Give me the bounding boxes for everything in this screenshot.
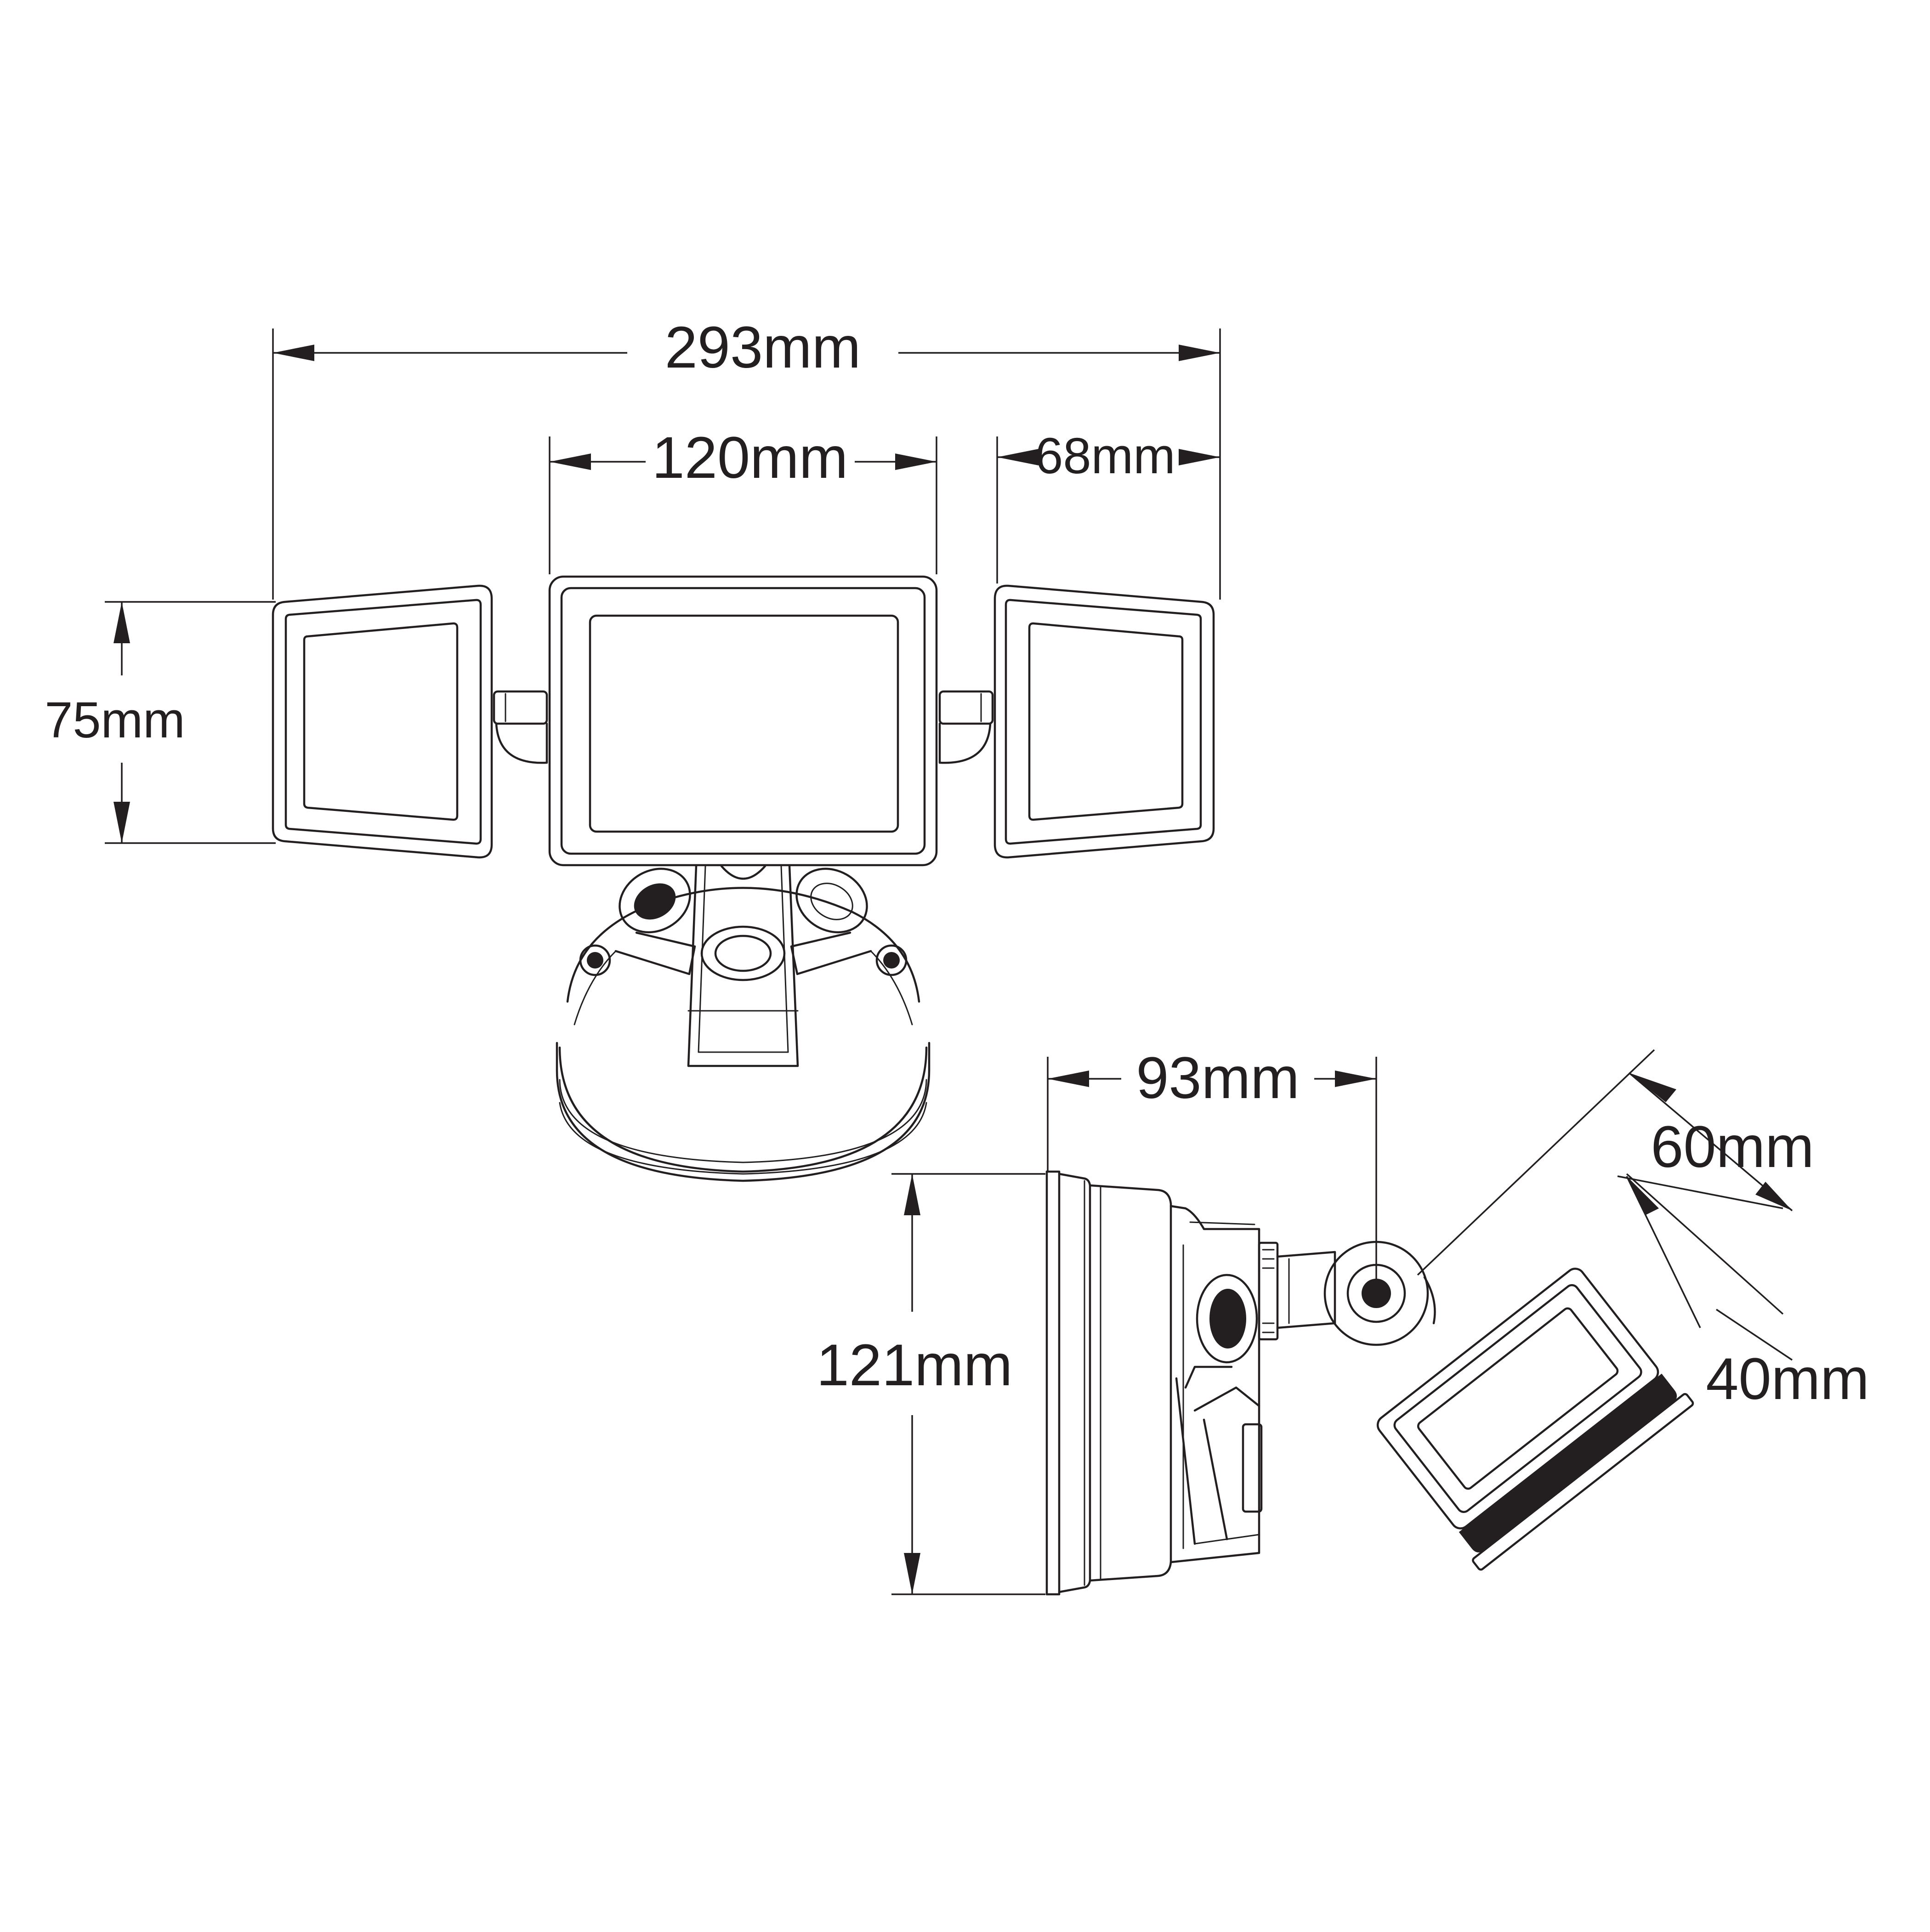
side-base bbox=[1045, 1170, 1279, 1596]
right-hinge bbox=[938, 690, 994, 764]
head-depth-label: 40mm bbox=[1706, 1346, 1869, 1412]
dimension-side-depth bbox=[1047, 1057, 1377, 1282]
overall-width-label: 293mm bbox=[665, 315, 861, 380]
dimension-side-panel-width bbox=[996, 436, 1220, 584]
front-view: 293mm 120mm 68mm 75mm bbox=[45, 315, 1221, 1182]
head-width-label: 60mm bbox=[1651, 1114, 1814, 1180]
dimension-overall-width bbox=[272, 329, 1221, 600]
base-height-label: 121mm bbox=[817, 1332, 1013, 1398]
center-panel-width-label: 120mm bbox=[652, 425, 848, 491]
side-view: 93mm 121mm 60mm 40mm bbox=[817, 1045, 1869, 1596]
side-lamp-head bbox=[1376, 1268, 1694, 1571]
dimension-head-depth bbox=[1626, 1176, 1793, 1361]
dimension-head-width bbox=[1417, 1049, 1793, 1315]
dimension-base-height bbox=[891, 1173, 1045, 1595]
side-depth-label: 93mm bbox=[1136, 1045, 1300, 1111]
dimension-center-panel-width bbox=[549, 436, 937, 574]
side-arm bbox=[1276, 1241, 1436, 1346]
left-lamp-panel bbox=[272, 584, 493, 859]
right-lamp-panel bbox=[993, 584, 1215, 859]
dimension-panel-height bbox=[105, 601, 276, 844]
mounting-base bbox=[556, 865, 931, 1182]
center-lamp-panel bbox=[548, 575, 938, 867]
side-panel-width-label: 68mm bbox=[1035, 428, 1175, 484]
panel-height-label: 75mm bbox=[45, 692, 185, 748]
left-hinge bbox=[493, 690, 548, 764]
